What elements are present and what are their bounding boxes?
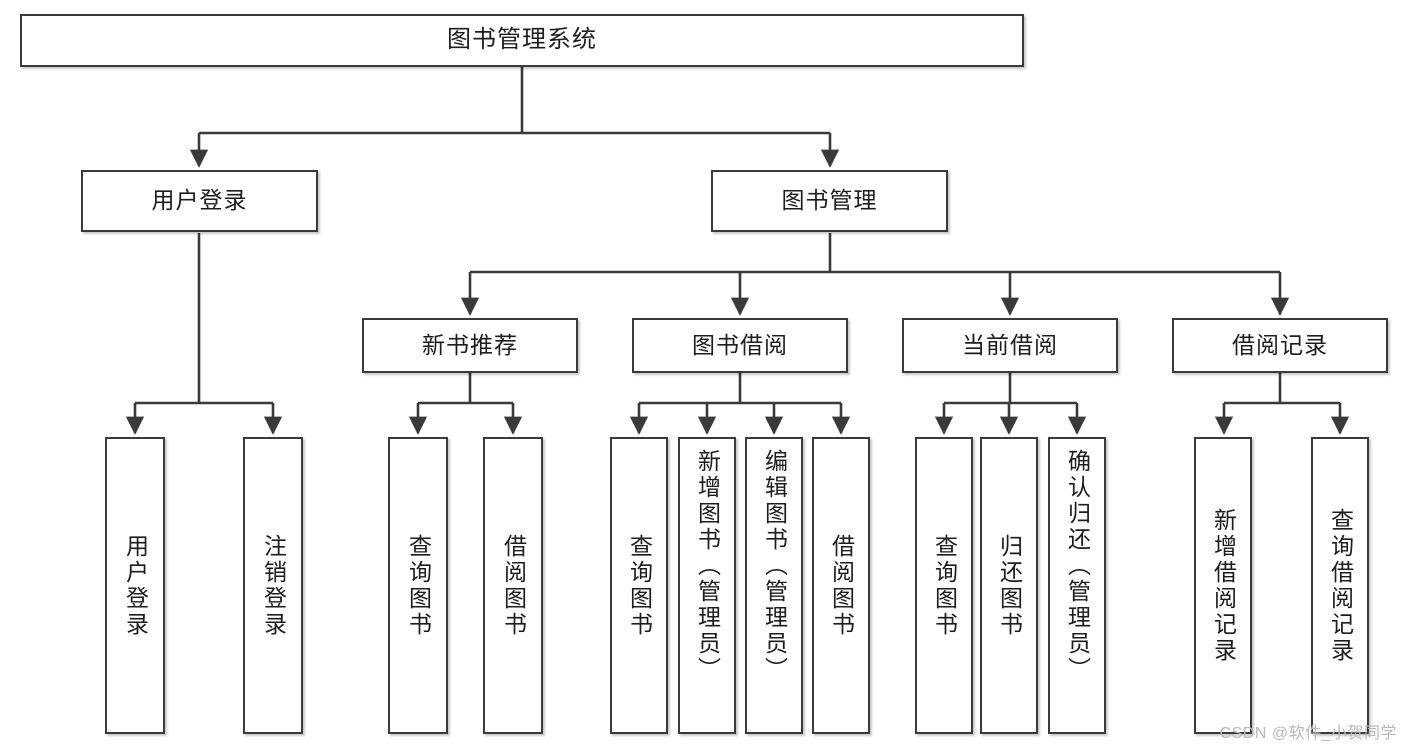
node-leaf-borrow-book-1-label: 借阅图书 (500, 533, 527, 638)
node-borrow-record[interactable]: 借阅记录 (1172, 318, 1388, 373)
node-leaf-query-record-label: 查询借阅记录 (1327, 507, 1354, 664)
node-leaf-return-book[interactable]: 归还图书 (980, 437, 1038, 734)
node-leaf-add-book-label: 新增图书（管理员） (694, 449, 721, 683)
node-user-login-label: 用户登录 (151, 187, 248, 214)
node-book-borrow[interactable]: 图书借阅 (632, 318, 848, 373)
node-leaf-edit-book-label: 编辑图书（管理员） (761, 449, 788, 683)
node-leaf-borrow-book-2-label: 借阅图书 (828, 533, 855, 638)
node-leaf-user-login[interactable]: 用户登录 (105, 437, 165, 734)
node-leaf-borrow-book-1[interactable]: 借阅图书 (483, 437, 543, 734)
node-borrow-record-label: 借阅记录 (1232, 331, 1328, 358)
node-leaf-query-record[interactable]: 查询借阅记录 (1311, 437, 1369, 734)
node-leaf-add-record-label: 新增借阅记录 (1210, 507, 1237, 664)
watermark: CSDN @软件_小贺同学 (1219, 725, 1397, 742)
node-leaf-return-book-label: 归还图书 (996, 533, 1023, 638)
node-book-borrow-label: 图书借阅 (692, 331, 788, 358)
node-current-borrow-label: 当前借阅 (962, 331, 1058, 358)
node-leaf-confirm-return-label: 确认归还（管理员） (1064, 449, 1091, 683)
node-leaf-logout-label: 注销登录 (260, 533, 287, 638)
node-leaf-query-book-3-label: 查询图书 (931, 533, 958, 638)
node-book-manage-label: 图书管理 (781, 187, 878, 214)
node-new-book-recommend[interactable]: 新书推荐 (362, 318, 578, 373)
node-new-book-recommend-label: 新书推荐 (422, 331, 518, 358)
node-root-label: 图书管理系统 (447, 26, 597, 54)
node-leaf-user-login-label: 用户登录 (122, 533, 149, 638)
node-leaf-edit-book[interactable]: 编辑图书（管理员） (745, 437, 803, 734)
node-leaf-borrow-book-2[interactable]: 借阅图书 (812, 437, 870, 734)
node-book-manage[interactable]: 图书管理 (711, 170, 948, 232)
node-current-borrow[interactable]: 当前借阅 (902, 318, 1118, 373)
node-leaf-query-book-2[interactable]: 查询图书 (610, 437, 668, 734)
node-leaf-query-book-1-label: 查询图书 (405, 533, 432, 638)
node-user-login[interactable]: 用户登录 (81, 170, 318, 232)
node-leaf-query-book-2-label: 查询图书 (626, 533, 653, 638)
node-leaf-query-book-1[interactable]: 查询图书 (388, 437, 448, 734)
node-leaf-add-record[interactable]: 新增借阅记录 (1194, 437, 1252, 734)
node-leaf-query-book-3[interactable]: 查询图书 (915, 437, 973, 734)
node-leaf-add-book[interactable]: 新增图书（管理员） (678, 437, 736, 734)
node-root[interactable]: 图书管理系统 (20, 14, 1024, 67)
node-leaf-confirm-return[interactable]: 确认归还（管理员） (1048, 437, 1106, 734)
node-leaf-logout[interactable]: 注销登录 (243, 437, 303, 734)
